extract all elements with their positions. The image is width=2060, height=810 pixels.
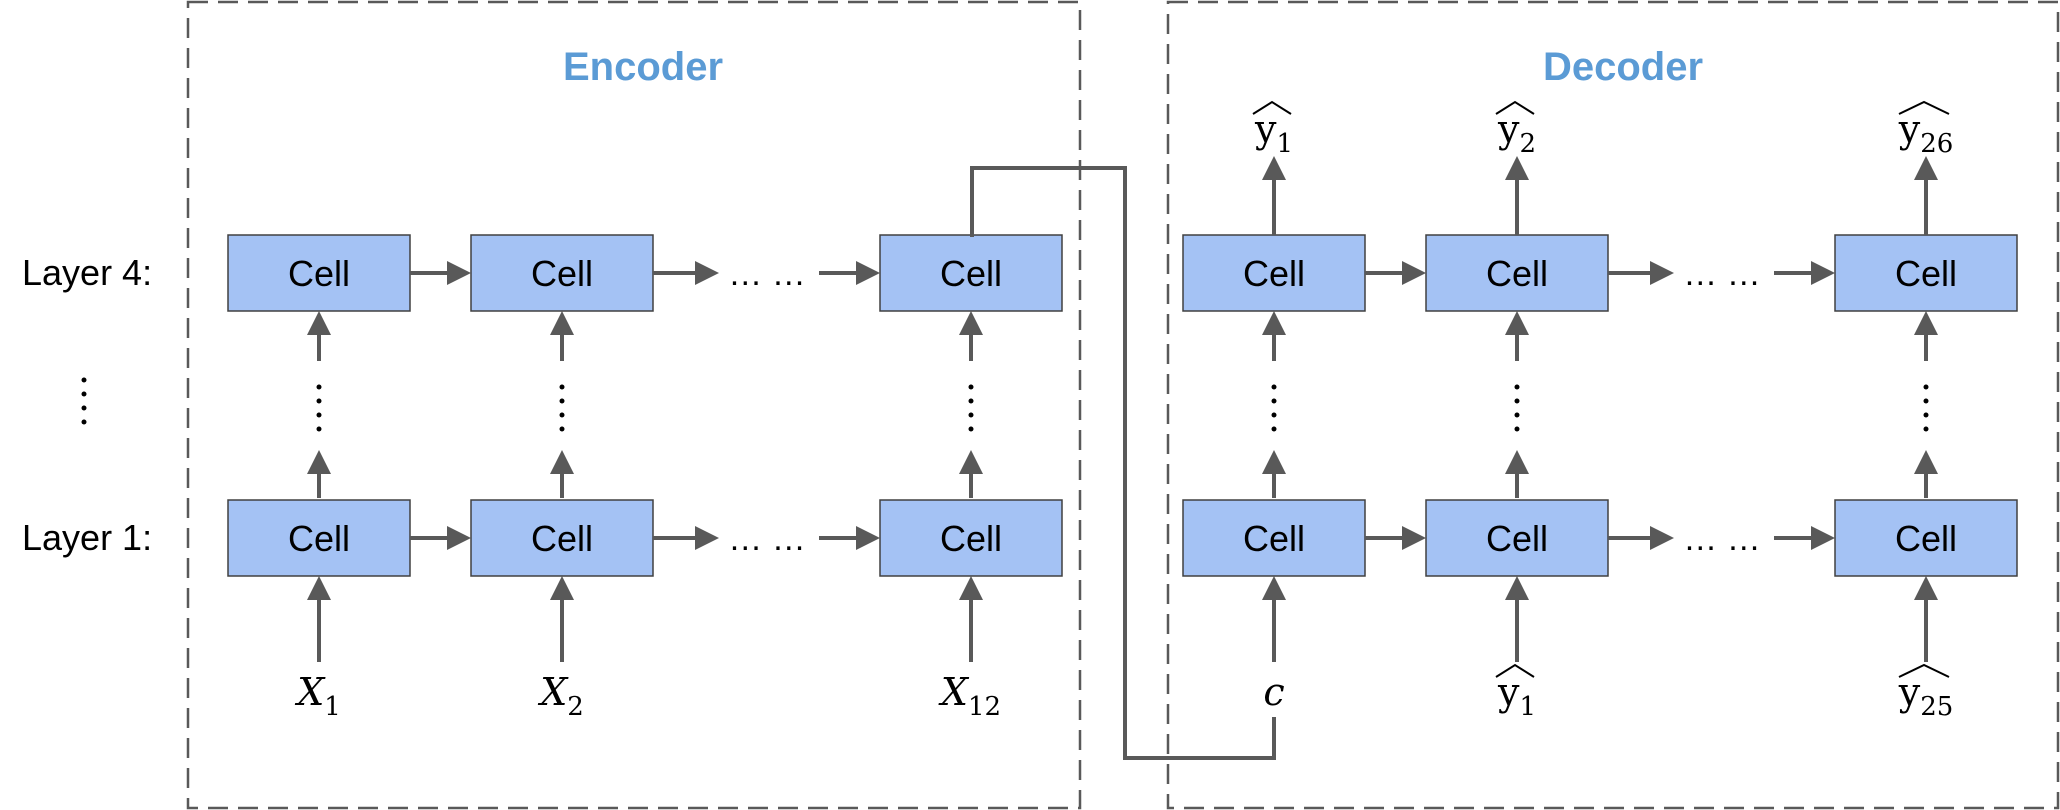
encoder-layer-4-cell-1: Cell	[227, 234, 411, 312]
encoder-layer-4-cell-2-label: Cell	[531, 253, 593, 294]
decoder-output-3: y26	[1898, 107, 1954, 159]
encoder-layer-1-cell-1: Cell	[227, 499, 411, 577]
decoder-col-2-vertical-dots	[1514, 384, 1520, 432]
decoder-layer-1-cell-3-label: Cell	[1895, 518, 1957, 559]
encoder-col-2-vertical-dots	[559, 384, 565, 432]
decoder-layer-1-cell-2-label: Cell	[1486, 518, 1548, 559]
encoder-layer-1-cell-3-label: Cell	[940, 518, 1002, 559]
decoder-layer-4-cell-2-label: Cell	[1486, 253, 1548, 294]
encoder-layer-1-ellipsis: … …	[728, 520, 805, 558]
decoder-layer-1-cell-2: Cell	[1425, 499, 1609, 577]
encoder-layer-4-ellipsis: … …	[728, 255, 805, 293]
encoder-layer-1-cell-3: Cell	[879, 499, 1063, 577]
decoder-layer-4-cell-3-label: Cell	[1895, 253, 1957, 294]
decoder-title: Decoder	[1543, 45, 1703, 89]
decoder-layer-4-cell-3-box	[1834, 234, 2018, 312]
layer-1-label: Layer 1:	[22, 517, 152, 558]
encoder-layer-4-cell-1-label: Cell	[288, 253, 350, 294]
layer-4-label: Layer 4:	[22, 252, 152, 293]
decoder-layer-1-cell-1-box	[1182, 499, 1366, 577]
encoder-input-3: X12	[938, 670, 1001, 722]
decoder-layer-1-cell-1: Cell	[1182, 499, 1366, 577]
decoder-layer-1-cell-3-box	[1834, 499, 2018, 577]
encoder-layer-4-cell-3-label: Cell	[940, 253, 1002, 294]
decoder-layer-1-cell-1-label: Cell	[1243, 518, 1305, 559]
decoder-layer-4-ellipsis: … …	[1683, 255, 1760, 293]
encoder-group-box	[186, 0, 1082, 810]
decoder-layer-4-cell-2: Cell	[1425, 234, 1609, 312]
encoder-col-1-vertical-dots	[316, 384, 322, 432]
encoder-layer-1-cell-2-label: Cell	[531, 518, 593, 559]
decoder-input-3: y25	[1898, 670, 1954, 722]
encoder-layer-4-cell-2: Cell	[470, 234, 654, 312]
decoder-layer-1-cell-3: Cell	[1834, 499, 2018, 577]
decoder-output-2: y2	[1497, 107, 1536, 159]
encoder-layer-1-cell-3-box	[879, 499, 1063, 577]
decoder-output-1: y1	[1254, 107, 1293, 159]
decoder-input-1: c	[1263, 670, 1284, 714]
encoder-input-1: X1	[294, 670, 341, 722]
encoder-col-3-vertical-dots	[968, 384, 974, 432]
decoder-layer-1-ellipsis: … …	[1683, 520, 1760, 558]
encoder-input-2: X2	[537, 670, 584, 722]
decoder-input-3-hat	[1898, 663, 1950, 678]
encoder-layer-1-cell-1-label: Cell	[288, 518, 350, 559]
encoder-layer-4-cell-1-box	[227, 234, 411, 312]
decoder-output-2-hat	[1495, 100, 1535, 115]
decoder-input-2-hat	[1495, 663, 1535, 678]
context-connector	[970, 166, 1276, 760]
decoder-layer-1-cell-2-box	[1425, 499, 1609, 577]
layer-vertical-dots	[81, 377, 87, 425]
decoder-layer-4-cell-3: Cell	[1834, 234, 2018, 312]
decoder-group-box	[1166, 0, 2060, 810]
decoder-output-3-hat	[1898, 100, 1950, 115]
encoder-layer-4-cell-2-box	[470, 234, 654, 312]
decoder-col-1-vertical-dots	[1271, 384, 1277, 432]
decoder-layer-4-cell-1: Cell	[1182, 234, 1366, 312]
decoder-input-2: y1	[1497, 670, 1536, 722]
encoder-title: Encoder	[563, 45, 723, 89]
encoder-layer-4-cell-3: Cell	[879, 234, 1063, 312]
encoder-layer-1-cell-2: Cell	[470, 499, 654, 577]
decoder-layer-4-cell-1-label: Cell	[1243, 253, 1305, 294]
decoder-output-1-hat	[1252, 100, 1292, 115]
decoder-col-3-vertical-dots	[1923, 384, 1929, 432]
